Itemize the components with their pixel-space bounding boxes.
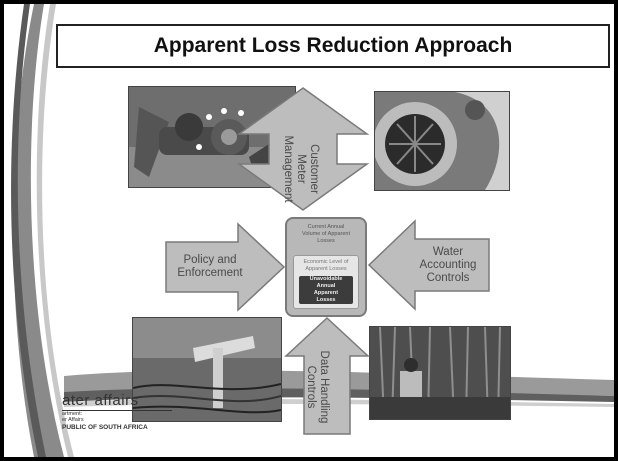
apparent-losses-box: Current Annual Volume of Apparent Losses… bbox=[285, 217, 367, 317]
water-affairs-logo: ater affairs artment: er Affairs PUBLIC … bbox=[62, 392, 172, 431]
logo-country: PUBLIC OF SOUTH AFRICA bbox=[62, 424, 148, 431]
pipe-photo-bottom-left bbox=[132, 317, 282, 422]
arrow-label-left: Policy and Enforcement bbox=[177, 254, 243, 279]
arrow-policy-and-enforcement: Policy and Enforcement bbox=[164, 222, 286, 312]
arrow-label-right: Water Accounting Controls bbox=[419, 245, 477, 284]
logo-main-text: ater affairs bbox=[62, 392, 139, 409]
arrow-data-handling-controls: Data Handling Controls bbox=[284, 316, 370, 436]
arrow-water-accounting-controls: Water Accounting Controls bbox=[367, 219, 491, 311]
meter-photo-top-left bbox=[128, 86, 296, 188]
economic-level-box: Economic Level of Apparent Losses Unavoi… bbox=[293, 255, 359, 309]
economic-level-label: Economic Level of Apparent Losses bbox=[303, 259, 349, 272]
meter-photo-top-right bbox=[374, 91, 510, 191]
unavoidable-losses-box: Unavoidable Annual Apparent Losses bbox=[299, 276, 353, 304]
logo-sub-1: artment: bbox=[62, 411, 83, 417]
logo-sub-2: er Affairs bbox=[62, 417, 84, 423]
arrow-label-top: Customer Meter Management bbox=[282, 135, 321, 203]
arrow-label-bottom: Data Handling Controls bbox=[305, 350, 330, 424]
current-annual-volume-label: Current Annual Volume of Apparent Losses bbox=[301, 224, 350, 244]
slide: Apparent Loss Reduction Approach bbox=[4, 4, 614, 457]
slide-title: Apparent Loss Reduction Approach bbox=[56, 24, 610, 68]
arrow-customer-meter-management: Customer Meter Management bbox=[237, 86, 369, 212]
logo-divider bbox=[62, 410, 172, 411]
field-photo-bottom-right bbox=[369, 326, 511, 420]
unavoidable-losses-label: Unavoidable Annual Apparent Losses bbox=[309, 276, 343, 303]
